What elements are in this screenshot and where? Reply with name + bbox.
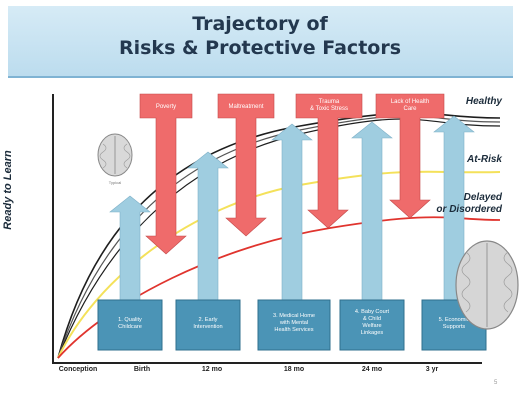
risk-arrows <box>139 93 445 255</box>
box-early-intervention <box>175 299 241 351</box>
tick-3yr: 3 yr <box>425 366 439 373</box>
brain-small-icon <box>97 133 133 177</box>
title-line-1: Trajectory of <box>192 13 328 35</box>
risk-label-trauma: Trauma& Toxic Stress <box>310 99 348 112</box>
y-axis <box>52 94 54 362</box>
label-delayed-line1: Delayed <box>463 192 502 203</box>
tick-birth: Birth <box>133 366 151 373</box>
label-at-risk: At-Risk <box>466 154 502 165</box>
arrow-medical-home <box>271 123 313 301</box>
tick-24mo: 24 mo <box>361 366 383 373</box>
box-quality-childcare <box>97 299 163 351</box>
risk-label-maltreatment: Maltreatment <box>228 104 263 110</box>
arrow-maltreatment <box>217 93 275 237</box>
brain-caption: Typical <box>109 180 122 185</box>
box-baby-court <box>339 299 405 351</box>
protective-arrows <box>109 115 475 301</box>
slide-title: Trajectory of Risks & Protective Factors <box>0 12 520 60</box>
brain-large-icon <box>455 240 519 330</box>
label-delayed-line2: or Disordered <box>436 204 502 215</box>
label-healthy: Healthy <box>465 96 502 107</box>
title-line-2: Risks & Protective Factors <box>118 37 402 59</box>
arrow-lack-health-care <box>375 93 445 219</box>
page-number: 5 <box>494 380 498 386</box>
arrow-baby-court <box>351 121 393 301</box>
arrow-poverty <box>139 93 193 255</box>
arrow-quality-childcare <box>109 195 151 301</box>
x-axis <box>52 362 482 364</box>
arrow-early-intervention <box>187 151 229 301</box>
risk-label-poverty: Poverty <box>156 104 176 110</box>
title-band <box>8 6 513 78</box>
tick-12mo: 12 mo <box>201 366 223 373</box>
box-medical-home <box>257 299 331 351</box>
tick-18mo: 18 mo <box>283 366 305 373</box>
tick-conception: Conception <box>58 366 98 373</box>
label-delayed: Delayed or Disordered <box>420 192 502 216</box>
arrow-trauma <box>295 93 363 229</box>
